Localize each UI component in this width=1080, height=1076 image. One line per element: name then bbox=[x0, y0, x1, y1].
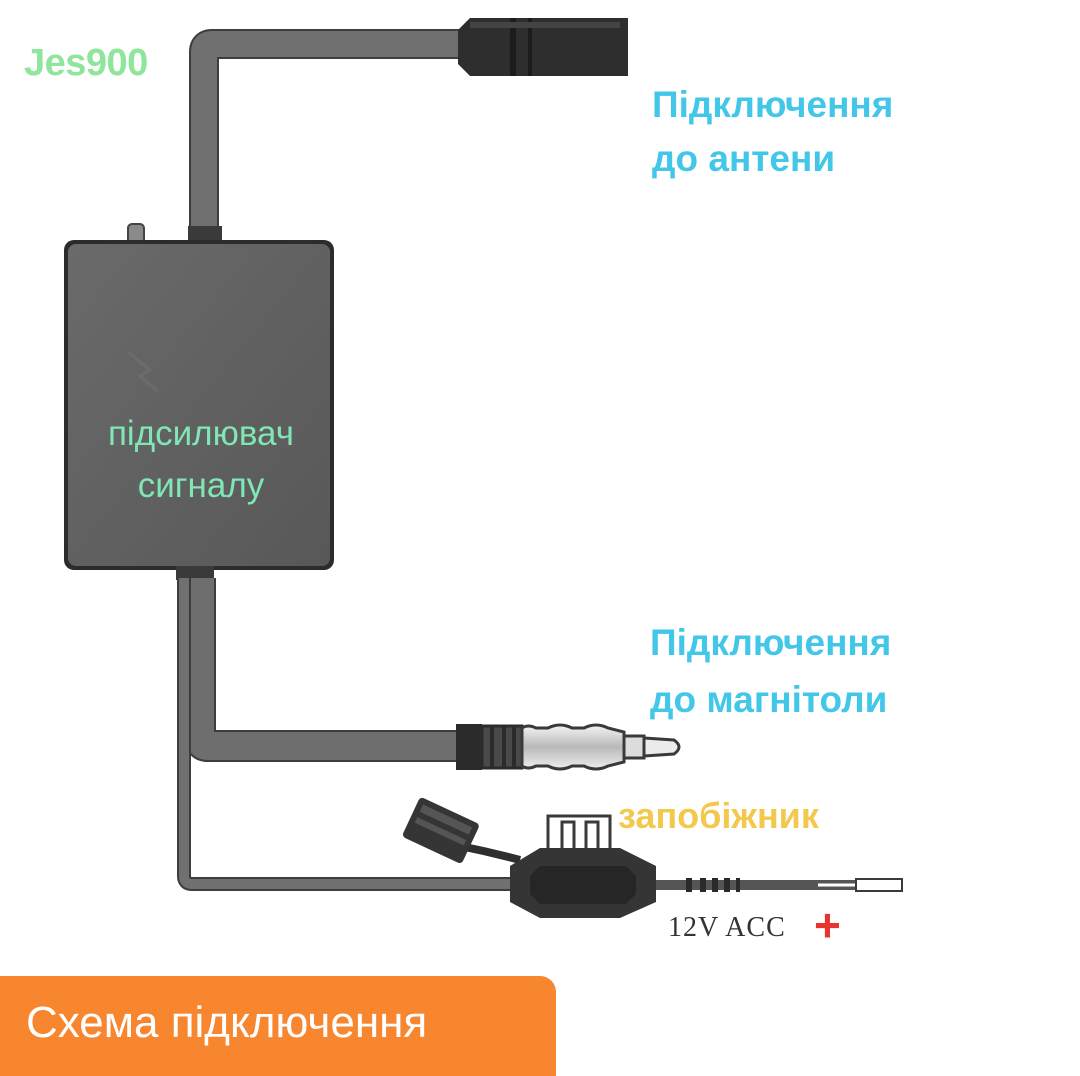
antenna-label-line1: Підключення bbox=[652, 84, 894, 125]
amplifier-label: підсилювач сигналу bbox=[66, 408, 336, 512]
power-lead bbox=[656, 878, 903, 892]
fuse-holder bbox=[403, 797, 656, 918]
antenna-connection-label: Підключення до антени bbox=[652, 78, 893, 186]
title-banner: Схема підключення bbox=[0, 976, 556, 1076]
radio-label-line2: до магнітоли bbox=[650, 679, 888, 720]
watermark-text: Jes900 bbox=[24, 42, 148, 84]
amplifier-label-line1: підсилювач bbox=[107, 414, 294, 453]
plus-icon: + bbox=[814, 899, 841, 951]
page-title: Схема підключення bbox=[26, 998, 428, 1047]
antenna-label-line2: до антени bbox=[652, 138, 836, 179]
antenna-cable bbox=[188, 29, 462, 242]
amplifier-box bbox=[64, 240, 334, 570]
antenna-input-connector bbox=[458, 18, 628, 76]
power-cable bbox=[177, 578, 510, 891]
amplifier-label-line2: сигналу bbox=[137, 466, 265, 505]
radio-output-cable bbox=[176, 566, 460, 762]
radio-connection-label: Підключення до магнітоли bbox=[650, 614, 891, 728]
fuse-label: запобіжник bbox=[618, 795, 819, 836]
radio-plug-connector bbox=[456, 723, 681, 771]
power-acc-label: 12V ACC bbox=[668, 912, 786, 943]
radio-label-line1: Підключення bbox=[650, 622, 892, 663]
